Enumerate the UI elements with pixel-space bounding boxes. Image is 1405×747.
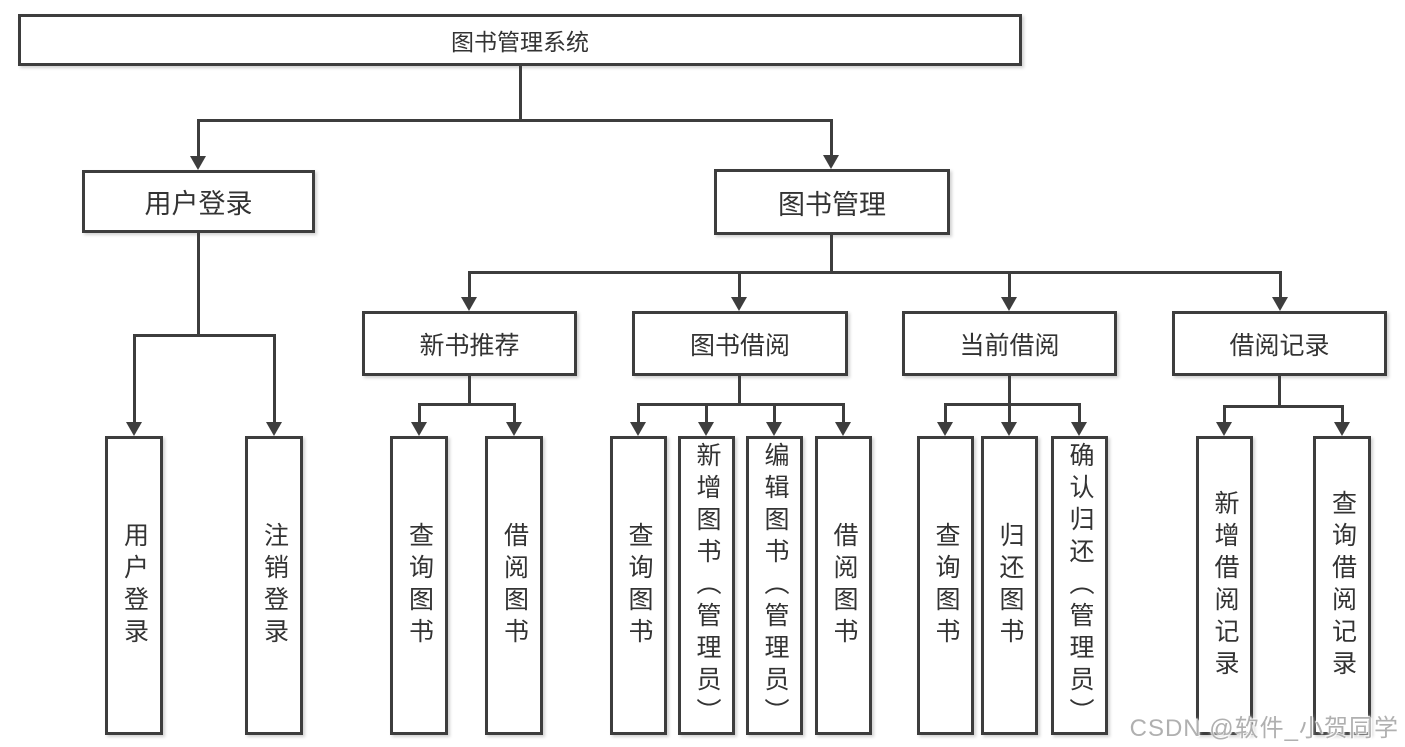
node-label: 借阅图书 <box>500 521 529 650</box>
node-new-book-recommend: 新书推荐 <box>362 311 577 376</box>
leaf-query-books: 查询图书 <box>610 436 667 735</box>
arrow-down-icon <box>266 422 282 436</box>
connector-to-leaf <box>1008 403 1011 422</box>
node-book-management: 图书管理 <box>714 169 950 235</box>
csdn-watermark: CSDN @软件_小贺同学 <box>1129 715 1399 742</box>
leaf-query-books: 查询图书 <box>390 436 448 735</box>
connector-to-current-borrowing <box>1008 271 1011 297</box>
arrow-down-icon <box>630 422 646 436</box>
connector-user-login-crossbar <box>133 334 276 337</box>
leaf-borrow-books: 借阅图书 <box>485 436 543 735</box>
arrow-down-icon <box>126 422 142 436</box>
arrow-down-icon <box>461 297 477 311</box>
node-label: 查询图书 <box>932 521 960 650</box>
arrow-down-icon <box>1071 422 1087 436</box>
leaf-borrow-books: 借阅图书 <box>815 436 872 735</box>
connector-book-mgmt-stem <box>830 235 833 271</box>
connector-to-leaf <box>944 403 947 422</box>
connector-new-book-stem <box>468 376 471 403</box>
connector-to-leaf <box>705 403 708 422</box>
arrow-down-icon <box>823 155 839 169</box>
connector-to-leaf <box>842 403 845 422</box>
arrow-down-icon <box>411 422 427 436</box>
arrow-down-icon <box>190 156 206 170</box>
arrow-down-icon <box>731 297 747 311</box>
node-current-borrowing: 当前借阅 <box>902 311 1117 376</box>
connector-root-crossbar <box>197 119 833 122</box>
node-label: 新增图书（管理员） <box>693 441 721 730</box>
leaf-add-borrow-record: 新增借阅记录 <box>1196 436 1253 735</box>
arrow-down-icon <box>937 422 953 436</box>
node-label: 新书推荐 <box>419 331 520 360</box>
node-label: 用户登录 <box>144 189 253 219</box>
node-label: 查询借阅记录 <box>1328 489 1357 682</box>
connector-book-borrowing-crossbar <box>637 403 845 406</box>
connector-user-login-stem <box>197 233 200 334</box>
connector-to-user-login <box>197 119 200 156</box>
connector-to-book-borrowing <box>738 271 741 297</box>
node-label: 归还图书 <box>996 521 1024 650</box>
connector-book-borrowing-stem <box>738 376 741 403</box>
connector-to-leaf-logout <box>273 334 276 422</box>
connector-new-book-crossbar <box>418 403 516 406</box>
leaf-return-books: 归还图书 <box>981 436 1038 735</box>
leaf-add-books-admin: 新增图书（管理员） <box>678 436 735 735</box>
node-label: 确认归还（管理员） <box>1066 441 1094 730</box>
connector-to-leaf <box>773 403 776 422</box>
arrow-down-icon <box>766 422 782 436</box>
connector-to-leaf <box>1223 405 1226 422</box>
connector-to-borrowing-records <box>1279 271 1282 297</box>
arrow-down-icon <box>1216 422 1232 436</box>
connector-current-borrowing-crossbar <box>944 403 1080 406</box>
leaf-edit-books-admin: 编辑图书（管理员） <box>746 436 803 735</box>
node-label: 查询图书 <box>625 521 653 650</box>
leaf-query-borrow-record: 查询借阅记录 <box>1313 436 1371 735</box>
node-label: 编辑图书（管理员） <box>761 441 789 730</box>
node-label: 图书管理 <box>778 189 886 220</box>
node-label: 当前借阅 <box>959 331 1060 360</box>
connector-current-borrowing-stem <box>1008 376 1011 403</box>
arrow-down-icon <box>698 422 714 436</box>
arrow-down-icon <box>1272 297 1288 311</box>
connector-book-mgmt-crossbar <box>468 271 1282 274</box>
node-label: 图书管理系统 <box>451 29 589 55</box>
connector-to-book-management <box>830 119 833 155</box>
connector-to-new-book-recommend <box>468 271 471 297</box>
connector-borrow-records-stem <box>1278 376 1281 405</box>
node-borrowing-records: 借阅记录 <box>1172 311 1387 376</box>
arrow-down-icon <box>1334 422 1350 436</box>
node-label: 新增借阅记录 <box>1211 489 1239 682</box>
node-label: 注销登录 <box>260 521 289 650</box>
connector-to-leaf <box>1341 405 1344 422</box>
connector-to-leaf <box>1078 403 1081 422</box>
node-label: 查询图书 <box>405 521 434 650</box>
arrow-down-icon <box>506 422 522 436</box>
connector-to-leaf <box>513 403 516 422</box>
connector-to-leaf-user-login <box>133 334 136 422</box>
connector-to-leaf <box>418 403 421 422</box>
node-library-system: 图书管理系统 <box>18 14 1022 66</box>
node-label: 借阅记录 <box>1229 331 1330 360</box>
node-book-borrowing: 图书借阅 <box>632 311 848 376</box>
node-label: 用户登录 <box>120 521 149 650</box>
connector-borrow-records-crossbar <box>1223 405 1344 408</box>
arrow-down-icon <box>1001 422 1017 436</box>
node-label: 借阅图书 <box>830 521 858 650</box>
connector-root-stem <box>519 66 522 119</box>
connector-to-leaf <box>637 403 640 422</box>
leaf-confirm-return-admin: 确认归还（管理员） <box>1051 436 1108 735</box>
arrow-down-icon <box>835 422 851 436</box>
node-user-login: 用户登录 <box>82 170 315 233</box>
arrow-down-icon <box>1001 297 1017 311</box>
leaf-logout: 注销登录 <box>245 436 303 735</box>
leaf-query-books: 查询图书 <box>917 436 974 735</box>
leaf-user-login: 用户登录 <box>105 436 163 735</box>
node-label: 图书借阅 <box>689 331 790 360</box>
